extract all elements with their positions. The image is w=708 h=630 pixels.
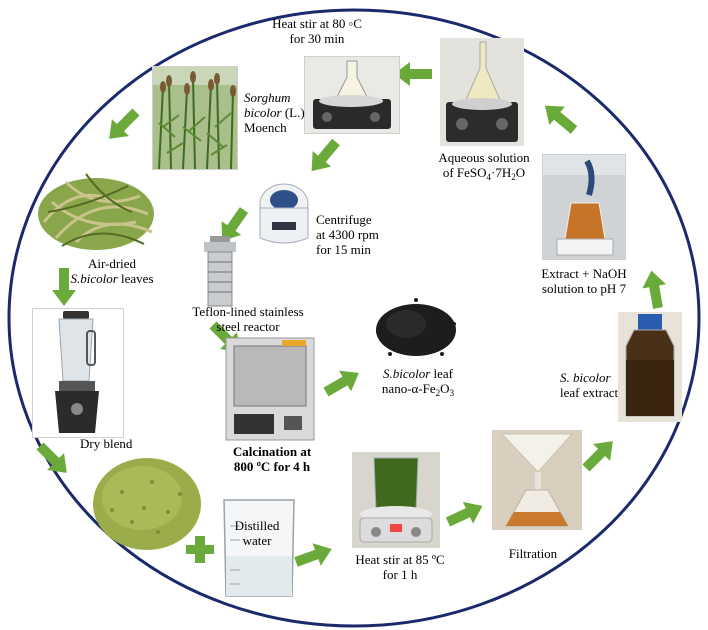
extract-naoh-label: Extract + NaOH solution to pH 7 xyxy=(524,266,644,296)
sorghum-name-label: Sorghum bicolor (L.) Moench xyxy=(244,90,328,135)
plus-icon xyxy=(186,536,214,563)
aqueous-formula-end: O xyxy=(515,165,526,180)
teflon-line2: steel reactor xyxy=(216,319,280,334)
centrifuge-line1: Centrifuge xyxy=(316,212,372,227)
air-dried-label: Air-dried S.bicolor leaves xyxy=(52,256,172,286)
arrow-extract-to-naoh xyxy=(639,268,670,311)
sorghum-species: bicolor xyxy=(244,105,282,120)
dry-blend-label: Dry blend xyxy=(80,436,170,451)
aqueous-line1: Aqueous solution xyxy=(438,150,530,165)
centrifuge-photo xyxy=(256,178,312,248)
feso4-hotplate-photo xyxy=(440,38,524,146)
sorghum-author-line3: Moench xyxy=(244,120,287,135)
sorghum-genus: Sorghum xyxy=(244,90,291,105)
extract-naoh-line2: solution to pH 7 xyxy=(541,281,627,296)
calcination-line2: 800 ºC for 4 h xyxy=(233,459,311,474)
dried-leaves-photo xyxy=(36,152,156,254)
leaf-extract-bottle-photo xyxy=(618,312,682,422)
filtration-photo xyxy=(492,430,582,530)
distilled-water-label: Distilled water xyxy=(222,518,292,548)
distilled-line2: water xyxy=(242,533,272,548)
heat-stir-80-line1: Heat stir at 80 ◦C xyxy=(272,16,362,31)
centrifuge-line3: for 15 min xyxy=(316,242,371,257)
beaker-photo xyxy=(216,496,300,600)
leaf-extract-line2: leaf extract xyxy=(560,385,619,400)
teflon-line1: Teflon-lined stainless xyxy=(192,304,304,319)
centrifuge-line2: at 4300 rpm xyxy=(316,227,379,242)
aqueous-formula-pre: of FeSO xyxy=(442,165,487,180)
nano-formula-mid: O xyxy=(440,381,450,396)
calcination-label: Calcination at 800 ºC for 4 h xyxy=(218,444,326,474)
arrow-heatstir80-to-centrifuge xyxy=(302,134,346,179)
heat-stir-80-line2: for 30 min xyxy=(289,31,345,46)
nano-powder-photo xyxy=(370,294,460,360)
nano-fe2o3-label: S.bicolor leaf nano-α-Fe2O3 xyxy=(366,366,470,398)
nano-formula-pre: nano-α-Fe xyxy=(381,381,436,396)
aqueous-feso4-label: Aqueous solution of FeSO4·7H2O xyxy=(430,150,538,182)
furnace-photo xyxy=(224,336,316,442)
nano-sub2: 3 xyxy=(449,388,455,398)
dry-blend-powder-photo xyxy=(92,452,202,552)
aqueous-sub1: 4 xyxy=(486,172,492,182)
blender-photo xyxy=(32,308,124,438)
arrow-heatstir-to-filtration xyxy=(442,495,488,533)
arrow-furnace-to-nanopowder xyxy=(320,362,365,403)
sorghum-field-photo xyxy=(152,66,238,170)
aqueous-formula-mid: ·7H xyxy=(491,165,512,180)
cycle-outline xyxy=(7,8,701,628)
teflon-reactor-label: Teflon-lined stainless steel reactor xyxy=(180,304,316,334)
air-dried-species: S.bicolor xyxy=(70,271,118,286)
aqueous-sub2: 2 xyxy=(511,172,516,182)
hotplate-stir-photo xyxy=(304,56,400,134)
nano-line1-rest: leaf xyxy=(433,366,454,381)
air-dried-rest: leaves xyxy=(121,271,154,286)
air-dried-line1: Air-dried xyxy=(87,256,137,271)
arrow-sorghum-to-dried xyxy=(100,103,145,148)
centrifuge-label: Centrifuge at 4300 rpm for 15 min xyxy=(316,212,406,257)
heat-stir-80-label: Heat stir at 80 ◦C for 30 min xyxy=(262,16,372,46)
dry-blend-text: Dry blend xyxy=(80,436,133,451)
arrow-naoh-to-feso4 xyxy=(537,96,582,140)
heat-stir-85-line1: Heat stir at 85 ºC xyxy=(355,552,445,567)
arrow-filtration-to-extract xyxy=(577,432,622,477)
extract-naoh-line1: Extract + NaOH xyxy=(541,266,627,281)
nano-species: S.bicolor xyxy=(382,366,431,381)
filtration-text: Filtration xyxy=(508,546,558,561)
teflon-reactor-photo xyxy=(198,236,242,308)
heat-stir-85-line2: for 1 h xyxy=(382,567,418,582)
hotplate-green-photo xyxy=(352,452,440,548)
leaf-extract-label: S. bicolor leaf extract xyxy=(560,370,630,400)
sorghum-author: (L.) xyxy=(284,105,305,120)
leaf-extract-species: S. bicolor xyxy=(560,370,611,385)
nano-sub1: 2 xyxy=(435,388,441,398)
distilled-line1: Distilled xyxy=(234,518,280,533)
naoh-titration-photo xyxy=(542,154,626,260)
heat-stir-85-label: Heat stir at 85 ºC for 1 h xyxy=(340,552,460,582)
filtration-label: Filtration xyxy=(488,546,578,561)
calcination-line1: Calcination at xyxy=(232,444,312,459)
